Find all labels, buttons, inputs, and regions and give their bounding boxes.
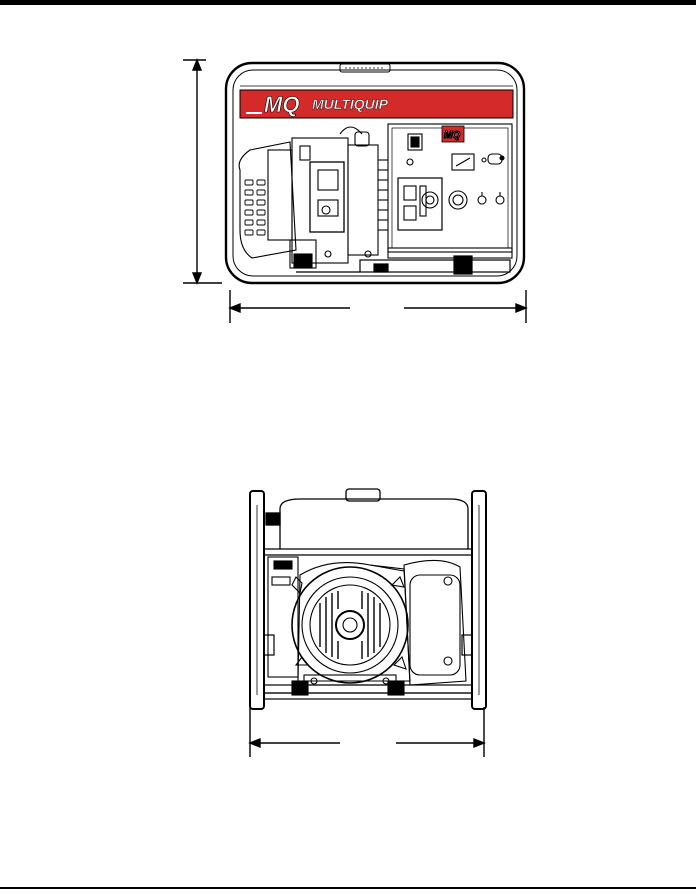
- alternator-housing: [267, 556, 411, 696]
- generator-front-view: MQ MULTIQUIP: [183, 58, 528, 323]
- control-panel: MQ: [387, 123, 513, 259]
- panel-badge: [441, 125, 465, 143]
- fuel-tank: [264, 488, 472, 556]
- frame-post-right: [471, 490, 487, 710]
- depth-dimension: [248, 707, 486, 757]
- brand-logo: MQ MULTIQUIP: [246, 92, 389, 117]
- panel-mark: MQ: [444, 130, 460, 141]
- generator-side-view: [248, 488, 487, 757]
- base-skid-side: [263, 634, 473, 700]
- height-dimension: [183, 58, 222, 285]
- brand-name: MULTIQUIP: [312, 96, 389, 112]
- footer-rule: [0, 887, 696, 889]
- width-dimension: [228, 290, 528, 323]
- header-rule: [0, 0, 696, 5]
- engine-block: [238, 126, 388, 269]
- base-skid: [296, 255, 511, 275]
- brand-mark: MQ: [264, 92, 299, 117]
- engine-side: [369, 559, 467, 686]
- frame-post-left: [249, 490, 265, 710]
- roll-frame: [224, 61, 526, 285]
